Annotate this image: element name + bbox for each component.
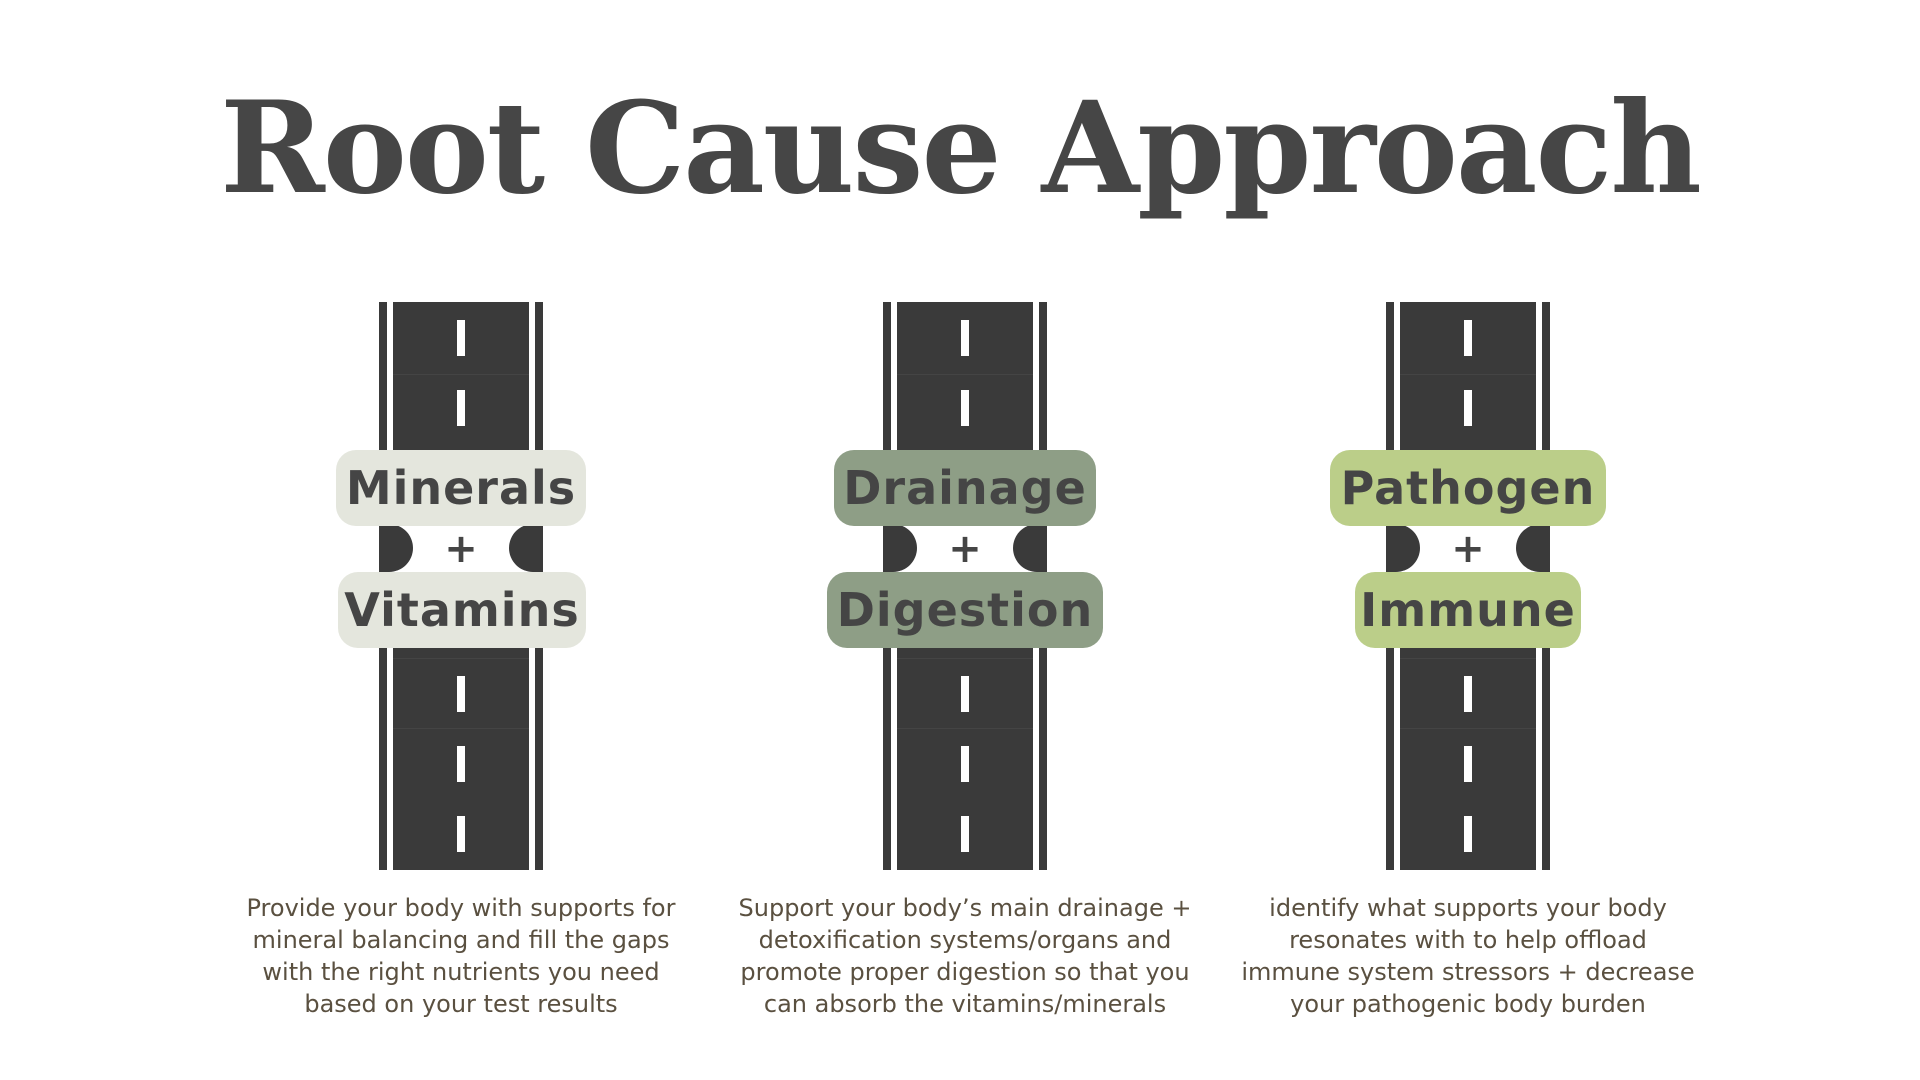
pill-top-label: Drainage <box>834 450 1096 526</box>
lane-dash <box>1464 676 1472 712</box>
road-seam <box>393 658 529 659</box>
road-notch-right <box>1013 524 1047 572</box>
pill-bottom-label: Vitamins <box>338 572 586 648</box>
pill-top-label: Pathogen <box>1330 450 1606 526</box>
lane-dash <box>961 746 969 782</box>
description-line: immune system stressors + decrease <box>1241 958 1695 986</box>
lane-dash <box>457 676 465 712</box>
pill-top-label: Minerals <box>336 450 586 526</box>
road-notch-right <box>1516 524 1550 572</box>
lane-dash <box>1464 746 1472 782</box>
road-seam <box>393 728 529 729</box>
plus-connector: + <box>948 526 982 572</box>
plus-connector: + <box>1451 526 1485 572</box>
lane-dash <box>457 390 465 426</box>
description-line: detoxification systems/organs and <box>758 926 1172 954</box>
description-line: Support your body’s main drainage + <box>738 894 1192 922</box>
road-seam <box>1400 374 1536 375</box>
column-description: Support your body’s main drainage + deto… <box>715 892 1215 1020</box>
description-line: based on your test results <box>304 990 618 1018</box>
lane-dash <box>961 320 969 356</box>
road-seam <box>897 374 1033 375</box>
column-minerals-vitamins: + Minerals Vitamins Provide your body wi… <box>211 0 711 1080</box>
column-description: identify what supports your body resonat… <box>1218 892 1718 1020</box>
description-line: mineral balancing and fill the gaps <box>252 926 670 954</box>
lane-dash <box>457 816 465 852</box>
description-line: resonates with to help offload <box>1289 926 1647 954</box>
lane-dash <box>1464 390 1472 426</box>
lane-dash <box>961 390 969 426</box>
description-line: identify what supports your body <box>1269 894 1667 922</box>
lane-dash <box>961 816 969 852</box>
column-pathogen-immune: + Pathogen Immune identify what supports… <box>1218 0 1718 1080</box>
road-seam <box>393 374 529 375</box>
pill-bottom-label: Immune <box>1355 572 1581 648</box>
plus-connector: + <box>444 526 478 572</box>
page-title: Root Cause Approach <box>220 74 1702 222</box>
lane-dash <box>1464 320 1472 356</box>
road-seam <box>1400 728 1536 729</box>
description-line: with the right nutrients you need <box>262 958 660 986</box>
column-drainage-digestion: + Drainage Digestion Support your body’s… <box>715 0 1215 1080</box>
road-seam <box>897 658 1033 659</box>
lane-dash <box>457 320 465 356</box>
road-seam <box>897 728 1033 729</box>
description-line: Provide your body with supports for <box>246 894 676 922</box>
lane-dash <box>457 746 465 782</box>
road-seam <box>1400 658 1536 659</box>
description-line: can absorb the vitamins/minerals <box>763 990 1167 1018</box>
description-line: your pathogenic body burden <box>1290 990 1646 1018</box>
road-notch-right <box>509 524 543 572</box>
lane-dash <box>1464 816 1472 852</box>
column-description: Provide your body with supports for mine… <box>211 892 711 1020</box>
description-line: promote proper digestion so that you <box>740 958 1190 986</box>
lane-dash <box>961 676 969 712</box>
pill-bottom-label: Digestion <box>827 572 1103 648</box>
